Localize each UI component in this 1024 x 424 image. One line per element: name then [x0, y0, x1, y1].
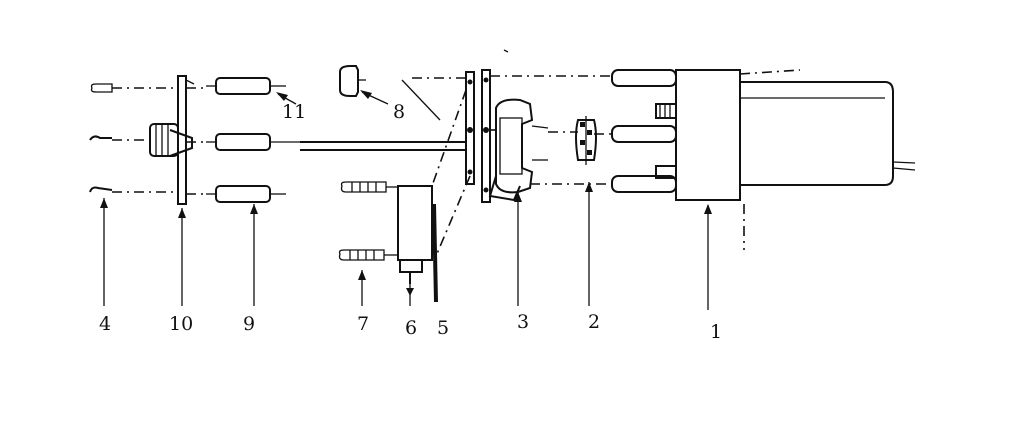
label-part-1: 1 — [710, 321, 722, 343]
label-part-2: 2 — [588, 311, 600, 333]
label-part-3: 3 — [517, 311, 529, 333]
label-part-11: 11 — [282, 101, 306, 123]
part-9-standoffs — [206, 77, 300, 203]
label-part-5: 5 — [437, 317, 449, 339]
part-number-labels: 1 2 3 4 5 6 7 8 9 10 11 — [99, 101, 722, 343]
part-10-bracket — [149, 75, 195, 205]
part-5-strip — [432, 203, 438, 303]
part-8-knob — [339, 65, 441, 121]
part-4-bolts — [89, 83, 113, 193]
part-1-motor-housing — [611, 69, 916, 250]
label-part-8: 8 — [393, 101, 405, 123]
label-part-6: 6 — [405, 317, 417, 339]
label-part-9: 9 — [243, 313, 255, 335]
leader-arrows — [100, 90, 712, 310]
label-part-10: 10 — [169, 313, 193, 335]
part-2-gear — [575, 116, 597, 165]
assembly-axes — [112, 49, 801, 257]
label-part-4: 4 — [99, 313, 111, 335]
part-7-screws — [338, 181, 398, 261]
part-6-switch-module — [397, 185, 433, 284]
label-part-7: 7 — [357, 313, 369, 335]
mounting-plates — [465, 69, 491, 203]
part-3-actuator-block — [488, 98, 549, 202]
